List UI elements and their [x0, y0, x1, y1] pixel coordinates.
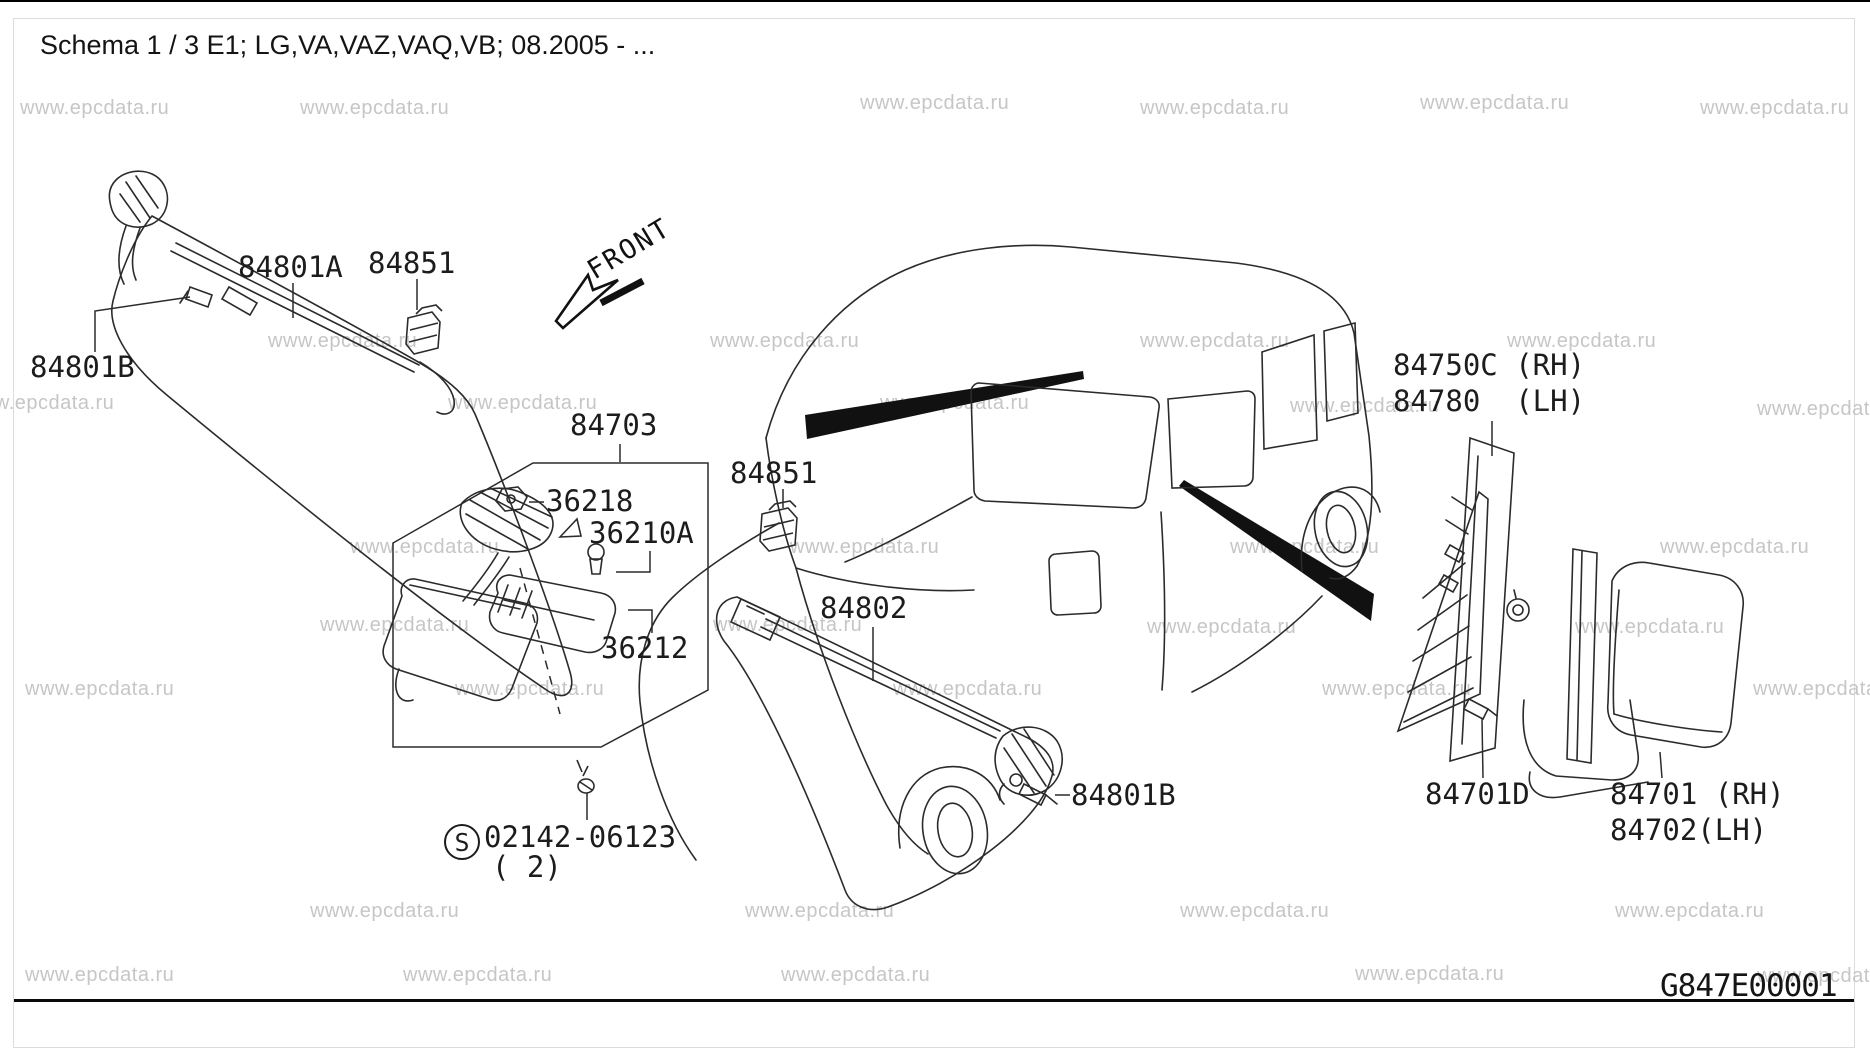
front-arrow-icon — [554, 272, 645, 330]
part-label-84851-2[interactable]: 84851 — [730, 456, 818, 490]
part-label-84801A[interactable]: 84801A — [238, 250, 343, 284]
watermark-text: www.epcdata.ru — [1757, 965, 1870, 987]
mirror-detail-box — [392, 462, 709, 748]
bottom-rule — [14, 999, 1854, 1002]
watermark-text: www.epcdata.ru — [781, 964, 931, 986]
pointer-arrow-door — [1179, 480, 1374, 621]
watermark-text: www.epcdata.ru — [1507, 330, 1657, 352]
part-label-84703[interactable]: 84703 — [570, 408, 658, 442]
watermark-text: www.epcdata.ru — [25, 964, 175, 986]
part-label-36218[interactable]: 36218 — [546, 484, 634, 518]
watermark-text: www.epcdata.ru — [0, 392, 115, 414]
watermark-text: www.epcdata.ru — [710, 330, 860, 352]
door-mirror-drawing — [1522, 548, 1744, 799]
top-divider — [0, 0, 1870, 2]
part-label-84802[interactable]: 84802 — [820, 591, 908, 625]
part-label-84801B-2[interactable]: 84801B — [1071, 778, 1176, 812]
part-label-84701D[interactable]: 84701D — [1425, 777, 1530, 811]
van-drawing — [638, 244, 1381, 875]
leader-lines — [94, 279, 1663, 820]
watermark-text: www.epcdata.ru — [1660, 536, 1810, 558]
diagram-frame — [13, 18, 1855, 1048]
watermark-text: www.epcdata.ru — [1147, 616, 1297, 638]
visor-84802-drawing — [715, 596, 1063, 911]
part-label-84851-1[interactable]: 84851 — [368, 246, 456, 280]
pointer-arrow-windshield — [805, 371, 1084, 439]
watermark-text: www.epcdata.ru — [20, 97, 170, 119]
watermark-text: www.epcdata.ru — [320, 614, 470, 636]
watermark-text: www.epcdata.ru — [1420, 92, 1570, 114]
watermark-text: www.epcdata.ru — [1615, 900, 1765, 922]
watermark-text: www.epcdata.ru — [350, 536, 500, 558]
part-label-02142-06123[interactable]: 02142-06123 — [484, 820, 677, 854]
watermark-text: www.epcdata.ru — [1180, 900, 1330, 922]
drawing-code: G847E00001 — [1660, 968, 1838, 1004]
watermark-text: www.epcdata.ru — [1322, 678, 1472, 700]
watermark-text: www.epcdata.ru — [1700, 97, 1850, 119]
part-label-36210A[interactable]: 36210A — [589, 516, 694, 550]
part-label-84801B-1[interactable]: 84801B — [30, 350, 135, 384]
schema-title: Schema 1 / 3 E1; LG,VA,VAZ,VAQ,VB; 08.20… — [40, 30, 656, 60]
part-label-36212[interactable]: 36212 — [601, 631, 689, 665]
watermark-text: www.epcdata.ru — [25, 678, 175, 700]
watermark-text: www.epcdata.ru — [310, 900, 460, 922]
part-label-84702[interactable]: 84702(LH) — [1610, 813, 1768, 847]
part-label-84780[interactable]: 84780 (LH) — [1393, 384, 1586, 418]
watermark-text: www.epcdata.ru — [860, 92, 1010, 114]
watermark-text: www.epcdata.ru — [1757, 398, 1870, 420]
watermark-text: www.epcdata.ru — [893, 678, 1043, 700]
watermark-text: www.epcdata.ru — [403, 964, 553, 986]
watermark-text: www.epcdata.ru — [1575, 616, 1725, 638]
corner-trim-drawing — [1396, 436, 1530, 763]
part-label-84750C[interactable]: 84750C (RH) — [1393, 348, 1586, 382]
watermark-text: www.epcdata.ru — [268, 330, 418, 352]
watermark-text: www.epcdata.ru — [1355, 963, 1505, 985]
watermark-text: www.epcdata.ru — [790, 536, 940, 558]
clip-84851-icon-1 — [405, 304, 443, 355]
watermark-text: www.epcdata.ru — [1140, 330, 1290, 352]
standard-part-symbol: S — [444, 824, 480, 860]
watermark-text: www.epcdata.ru — [448, 392, 598, 414]
watermark-text: www.epcdata.ru — [300, 97, 450, 119]
screw-icon-02142 — [576, 759, 595, 794]
watermark-text: www.epcdata.ru — [1753, 678, 1870, 700]
watermark-text: www.epcdata.ru — [1140, 97, 1290, 119]
rearview-mirror-drawing — [382, 486, 617, 702]
fastener-quantity: ( 2) — [492, 850, 562, 884]
part-label-84701[interactable]: 84701 (RH) — [1610, 777, 1785, 811]
